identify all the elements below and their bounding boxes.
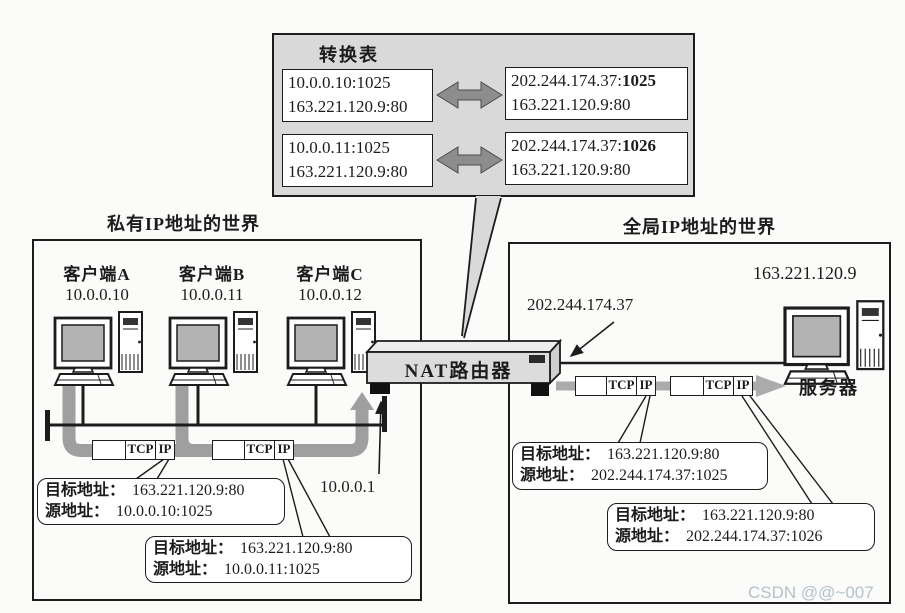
client-a-label: 客户端A 10.0.0.10 bbox=[63, 265, 131, 304]
global-world-title: 全局IP地址的世界 bbox=[623, 217, 776, 237]
callout-private-packet-b: 目标地址：163.221.120.9:80 源地址：10.0.0.11:1025 bbox=[145, 536, 412, 583]
csdn-watermark: CSDN @@~007 bbox=[748, 583, 874, 602]
packet-tcp-label: TCP bbox=[703, 377, 733, 395]
callout-global-packet-2: 目标地址：163.221.120.9:80 源地址：202.244.174.37… bbox=[607, 503, 875, 551]
global-world-box bbox=[508, 242, 891, 604]
table-pointer-tail bbox=[461, 196, 502, 339]
entry-line: 163.221.120.9:80 bbox=[288, 162, 408, 181]
packet-tcp-label: TCP bbox=[244, 441, 274, 459]
packet-client-a: TCP IP bbox=[92, 440, 175, 460]
packet-translated-1: TCP IP bbox=[575, 376, 656, 396]
entry-line: 10.0.0.11:1025 bbox=[288, 138, 390, 157]
packet-ip-label: IP bbox=[155, 441, 174, 459]
packet-client-b: TCP IP bbox=[212, 440, 294, 460]
callout-private-packet-a: 目标地址：163.221.120.9:80 源地址：10.0.0.10:1025 bbox=[37, 478, 285, 525]
router-global-ip-label: 202.244.174.37 bbox=[527, 295, 634, 314]
packet-ip-label: IP bbox=[274, 441, 293, 459]
entry-line: 163.221.120.9:80 bbox=[511, 160, 631, 179]
entry-line: 202.244.174.37:1026 bbox=[511, 136, 656, 155]
private-world-box bbox=[32, 239, 422, 601]
client-b-label: 客户端B 10.0.0.11 bbox=[178, 265, 246, 304]
table-entry-private-2: 10.0.0.11:1025 163.221.120.9:80 bbox=[282, 134, 433, 187]
nat-router-label: NAT路由器 bbox=[404, 361, 513, 382]
packet-tcp-label: TCP bbox=[606, 377, 636, 395]
entry-line: 10.0.0.10:1025 bbox=[288, 73, 391, 92]
translation-table-title: 转换表 bbox=[319, 45, 379, 65]
entry-line: 163.221.120.9:80 bbox=[288, 97, 408, 116]
server-ip-label: 163.221.120.9 bbox=[753, 263, 857, 283]
callout-global-packet-1: 目标地址：163.221.120.9:80 源地址：202.244.174.37… bbox=[512, 442, 768, 490]
router-private-ip-label: 10.0.0.1 bbox=[320, 477, 376, 496]
packet-ip-label: IP bbox=[733, 377, 752, 395]
table-entry-global-1: 202.244.174.37:1025 163.221.120.9:80 bbox=[505, 67, 688, 120]
entry-line: 202.244.174.37:1025 bbox=[511, 71, 656, 90]
entry-line: 163.221.120.9:80 bbox=[511, 95, 631, 114]
packet-translated-2: TCP IP bbox=[670, 376, 753, 396]
packet-tcp-label: TCP bbox=[125, 441, 155, 459]
server-name-label: 服务器 bbox=[799, 378, 859, 398]
packet-ip-label: IP bbox=[636, 377, 655, 395]
table-entry-global-2: 202.244.174.37:1026 163.221.120.9:80 bbox=[505, 132, 688, 185]
client-c-label: 客户端C 10.0.0.12 bbox=[296, 265, 364, 304]
table-entry-private-1: 10.0.0.10:1025 163.221.120.9:80 bbox=[282, 69, 433, 122]
private-world-title: 私有IP地址的世界 bbox=[107, 214, 260, 234]
